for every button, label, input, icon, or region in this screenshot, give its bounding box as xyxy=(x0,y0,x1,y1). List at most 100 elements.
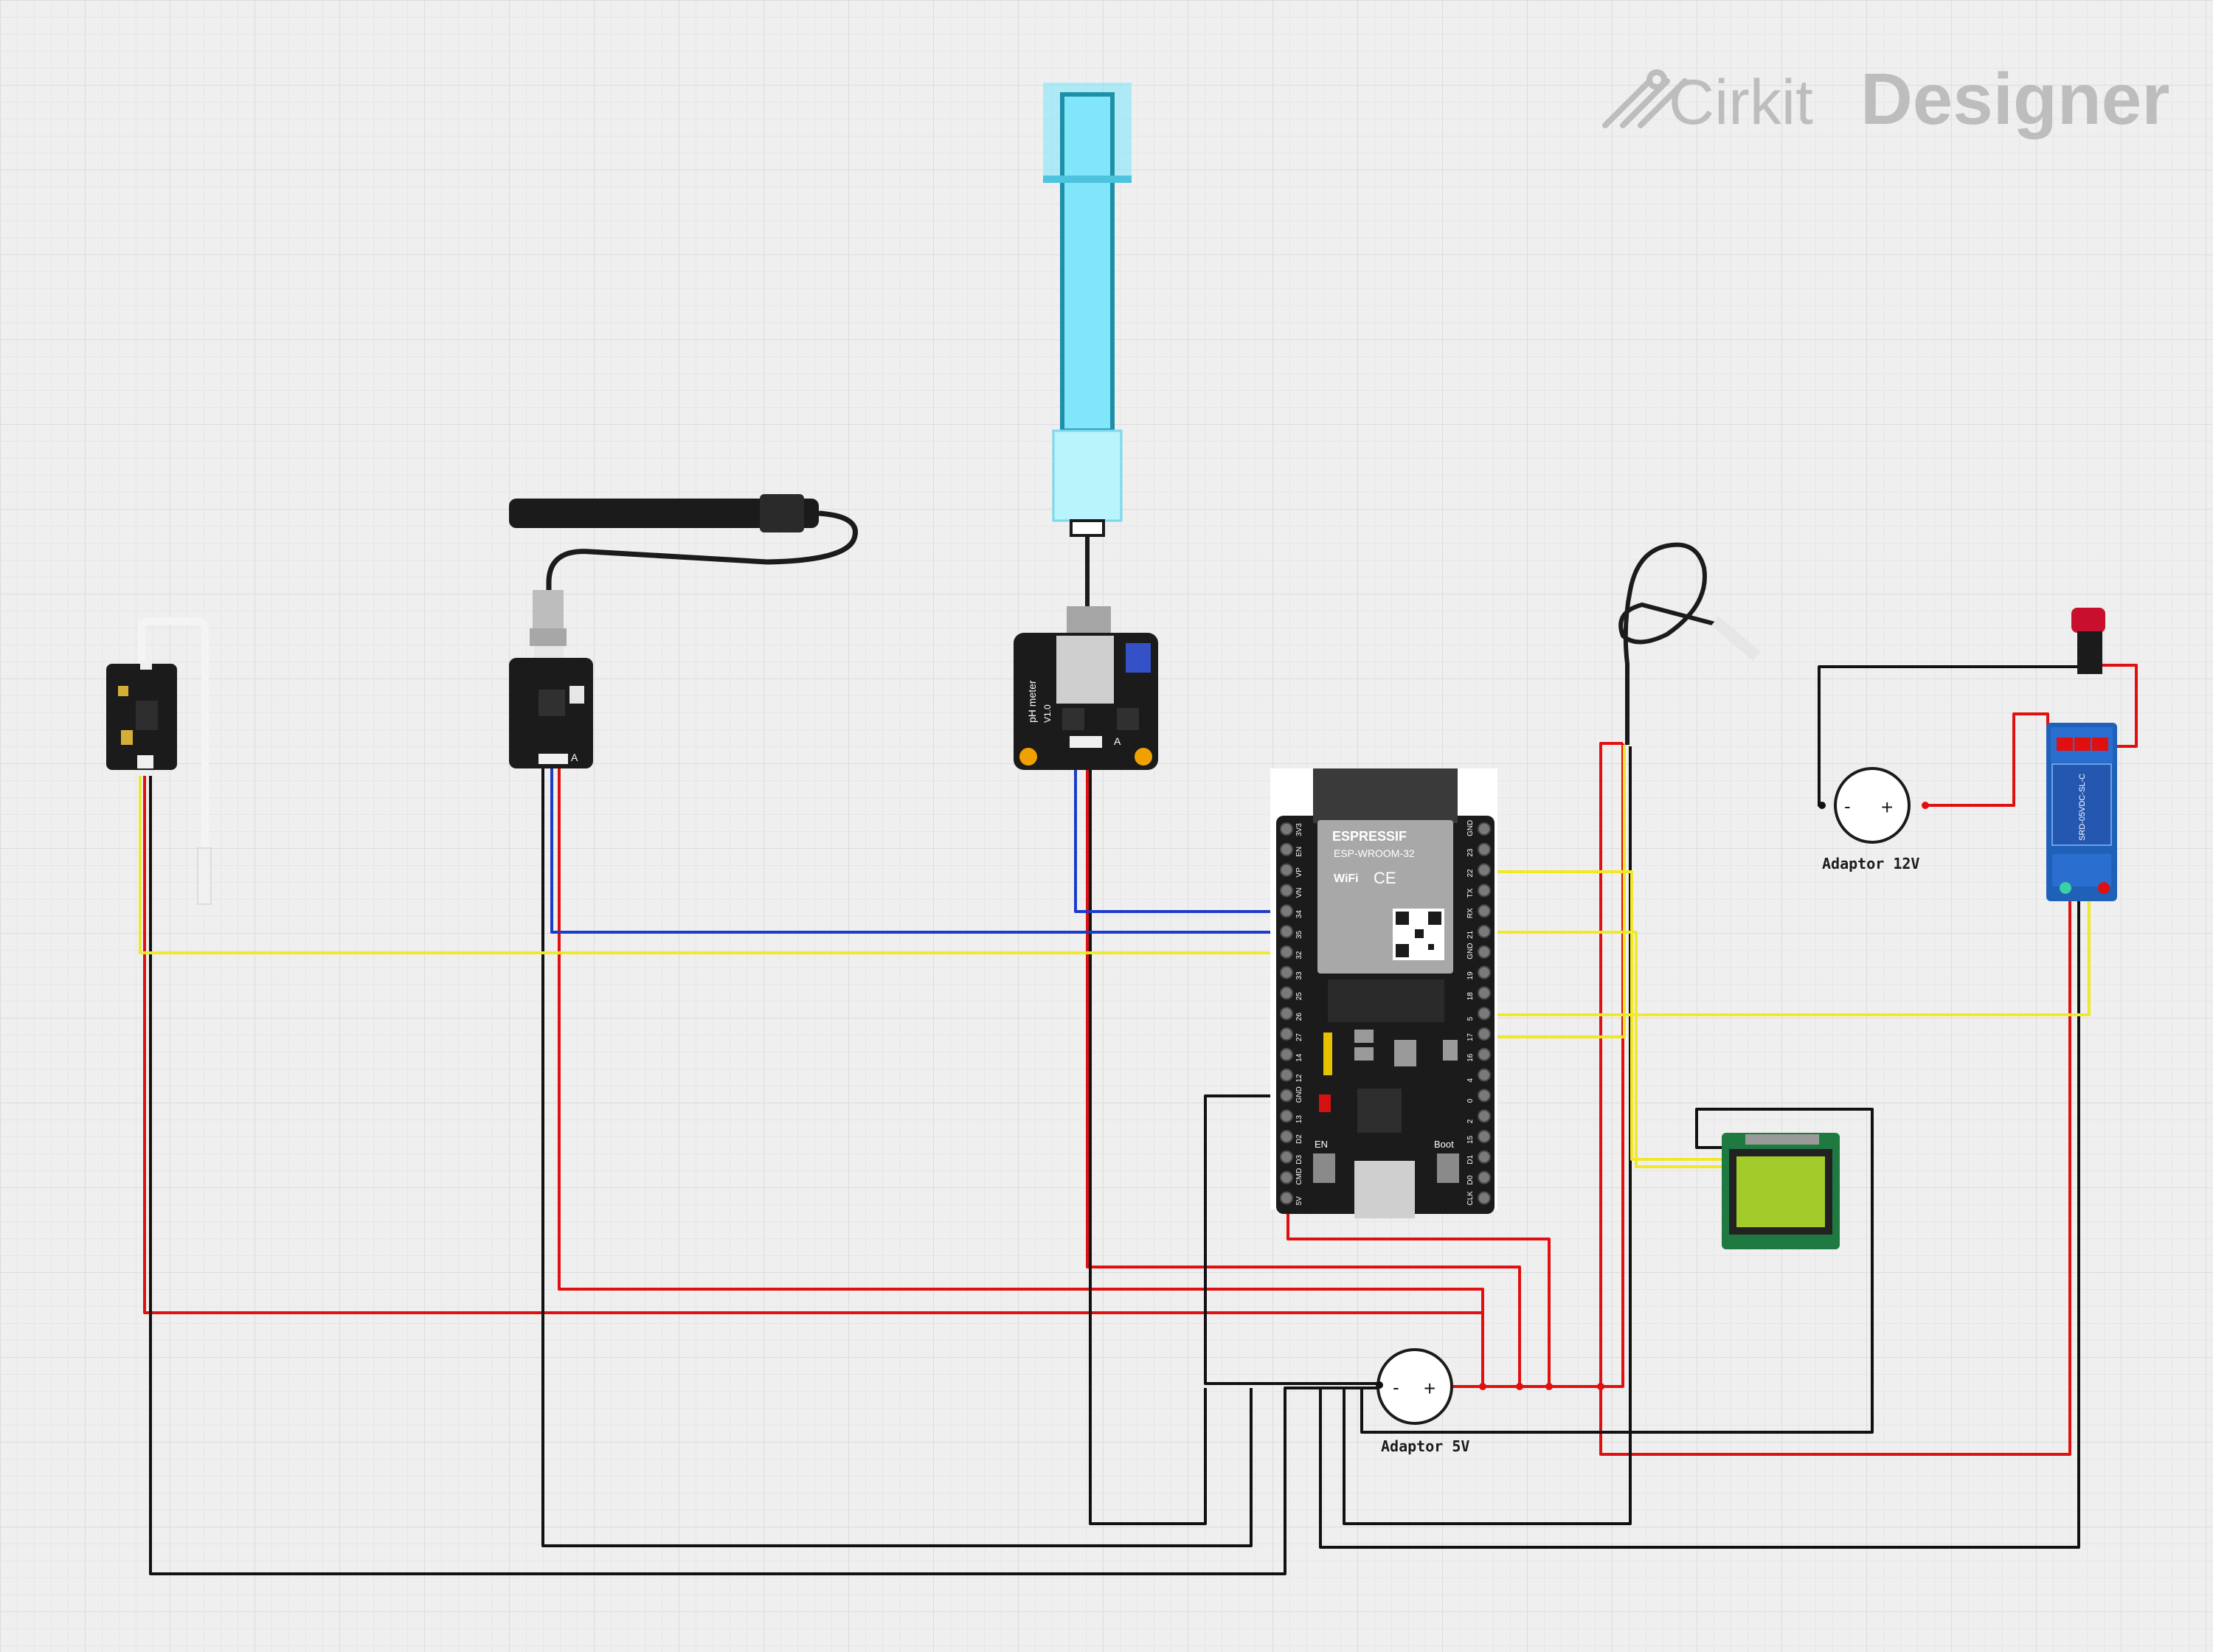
wire-esp32-5v[interactable] xyxy=(1286,1201,1551,1386)
esp32-pin-right-11[interactable] xyxy=(1478,1047,1491,1061)
esp32-pin-label-left-5: 35 xyxy=(1295,930,1303,939)
esp32-pin-label-left-15: D2 xyxy=(1295,1134,1303,1144)
esp32-pin-right-13[interactable] xyxy=(1478,1089,1491,1103)
esp32-pin-left-4[interactable] xyxy=(1280,904,1293,918)
esp32-pin-right-7[interactable] xyxy=(1478,965,1491,979)
esp32-pin-right-8[interactable] xyxy=(1478,986,1491,1000)
esp32-usb-port[interactable] xyxy=(1354,1161,1415,1218)
wire-relay-to-buzzer[interactable] xyxy=(2099,664,2138,748)
esp32-pin-left-14[interactable] xyxy=(1280,1109,1293,1123)
ph-meter[interactable]: pH meter V1.0 A xyxy=(1014,83,1158,770)
esp32-pin-left-18[interactable] xyxy=(1280,1191,1293,1205)
wire-esp32-17-temp[interactable] xyxy=(1490,745,1626,1038)
wire-ec-vcc[interactable] xyxy=(558,761,1484,1386)
esp32-pin-right-9[interactable] xyxy=(1478,1007,1491,1021)
esp32-pin-label-right-6: GND xyxy=(1466,943,1475,959)
esp32-pin-left-11[interactable] xyxy=(1280,1047,1293,1061)
esp32-pin-left-12[interactable] xyxy=(1280,1068,1293,1082)
ph-version-label: V1.0 xyxy=(1042,704,1053,723)
esp32-pin-left-6[interactable] xyxy=(1280,945,1293,959)
ground-wires xyxy=(149,665,2080,1575)
esp32-pin-label-left-6: 32 xyxy=(1295,951,1303,959)
esp32-boot-button[interactable] xyxy=(1437,1153,1459,1183)
signal-wires-blue xyxy=(550,746,1285,934)
esp32-pin-right-10[interactable] xyxy=(1478,1027,1491,1041)
esp32-en-label: EN xyxy=(1315,1139,1328,1150)
esp32-pin-left-3[interactable] xyxy=(1280,884,1293,898)
esp32-pin-right-5[interactable] xyxy=(1478,925,1491,938)
esp32-pin-right-18[interactable] xyxy=(1478,1191,1491,1205)
wire-ph-vcc[interactable] xyxy=(1086,746,1521,1386)
wire-adaptor12v-plus[interactable] xyxy=(1925,712,2049,807)
esp32-board[interactable]: ESPRESSIF ESP-WROOM-32 WiFi CE EN Boot 3… xyxy=(1270,768,1497,1218)
esp32-pin-right-17[interactable] xyxy=(1478,1170,1491,1184)
esp32-pin-right-16[interactable] xyxy=(1478,1150,1491,1164)
esp32-pin-right-6[interactable] xyxy=(1478,945,1491,959)
adaptor-5v[interactable]: - + Adaptor 5V xyxy=(1376,1348,1469,1455)
esp32-pin-label-right-9: 5 xyxy=(1466,1016,1475,1021)
esp32-pin-left-10[interactable] xyxy=(1280,1027,1293,1041)
esp32-pin-right-3[interactable] xyxy=(1478,884,1491,898)
esp32-pin-right-4[interactable] xyxy=(1478,904,1491,918)
wire-turbidity-gnd[interactable] xyxy=(149,776,1379,1575)
buzzer-body xyxy=(2077,631,2102,674)
esp32-pin-left-1[interactable] xyxy=(1280,842,1293,856)
esp32-pin-label-left-13: GND xyxy=(1295,1086,1303,1103)
ec-pin-label: A xyxy=(571,752,578,763)
esp32-pin-label-right-5: 21 xyxy=(1466,930,1475,939)
esp32-pin-label-right-3: TX xyxy=(1466,888,1475,898)
esp32-pin-label-left-4: 34 xyxy=(1295,910,1303,919)
esp32-pin-label-right-11: 16 xyxy=(1466,1053,1475,1062)
ph-meter-label: pH meter xyxy=(1026,680,1038,723)
buzzer[interactable] xyxy=(2071,608,2105,674)
esp32-pin-left-7[interactable] xyxy=(1280,965,1293,979)
esp32-pin-right-0[interactable] xyxy=(1478,822,1491,836)
turbidity-sensor[interactable] xyxy=(106,617,212,905)
cirkit-logo-icon xyxy=(1602,69,1688,128)
adaptor-5v-label: Adaptor 5V xyxy=(1381,1437,1469,1455)
adaptor-12v[interactable]: - + Adaptor 12V xyxy=(1822,767,1919,872)
wire-ph-signal[interactable] xyxy=(1074,746,1285,913)
wire-ph-gnd[interactable] xyxy=(1089,746,1207,1525)
esp32-pin-left-5[interactable] xyxy=(1280,925,1293,938)
esp32-pin-left-13[interactable] xyxy=(1280,1089,1293,1103)
wire-ec-signal[interactable] xyxy=(550,761,1285,934)
wire-turbidity-signal[interactable] xyxy=(139,776,1285,954)
wire-lcd-gnd[interactable] xyxy=(1360,1108,1874,1434)
esp32-pin-left-9[interactable] xyxy=(1280,1007,1293,1021)
lcd-display[interactable] xyxy=(1722,1133,1840,1249)
esp32-pin-right-12[interactable] xyxy=(1478,1068,1491,1082)
relay-label: SRD-05VDC-SL-C xyxy=(2078,774,2087,841)
esp32-pin-left-17[interactable] xyxy=(1280,1170,1293,1184)
turbidity-probe-cable xyxy=(138,617,209,848)
wire-esp32-gnd[interactable] xyxy=(1204,1094,1379,1385)
power-wires xyxy=(143,664,2138,1456)
esp32-pin-right-15[interactable] xyxy=(1478,1130,1491,1143)
esp32-pin-right-1[interactable] xyxy=(1478,842,1491,856)
ph-probe-cap xyxy=(1052,429,1123,522)
temp-probe-cable xyxy=(1618,542,1727,745)
relay-module[interactable]: SRD-05VDC-SL-C xyxy=(2046,723,2117,901)
esp32-pin-left-8[interactable] xyxy=(1280,986,1293,1000)
buzzer-cap xyxy=(2071,608,2105,633)
wire-relay-gnd[interactable] xyxy=(1319,891,2080,1549)
wire-esp32-5-relay[interactable] xyxy=(1490,891,2091,1016)
esp32-pin-left-16[interactable] xyxy=(1280,1150,1293,1164)
esp32-pin-label-right-14: 2 xyxy=(1466,1119,1475,1123)
esp32-antenna xyxy=(1313,768,1458,823)
esp32-pin-label-right-1: 23 xyxy=(1466,848,1475,857)
wire-temp-vcc[interactable] xyxy=(1599,742,1623,1386)
esp32-pin-left-0[interactable] xyxy=(1280,822,1293,836)
wire-esp32-21-lcd[interactable] xyxy=(1490,931,1729,1168)
wire-relay-vcc[interactable] xyxy=(1599,891,2071,1456)
ec-meter[interactable]: A xyxy=(509,494,858,768)
esp32-pin-left-15[interactable] xyxy=(1280,1130,1293,1143)
temperature-probe[interactable] xyxy=(1618,542,1761,745)
esp32-pin-label-left-2: VP xyxy=(1295,867,1303,878)
esp32-pin-label-right-0: GND xyxy=(1466,820,1475,836)
esp32-pin-left-2[interactable] xyxy=(1280,863,1293,877)
esp32-pin-right-2[interactable] xyxy=(1478,863,1491,877)
esp32-en-button[interactable] xyxy=(1313,1153,1335,1183)
esp32-pin-right-14[interactable] xyxy=(1478,1109,1491,1123)
wire-ec-gnd[interactable] xyxy=(541,761,1253,1547)
